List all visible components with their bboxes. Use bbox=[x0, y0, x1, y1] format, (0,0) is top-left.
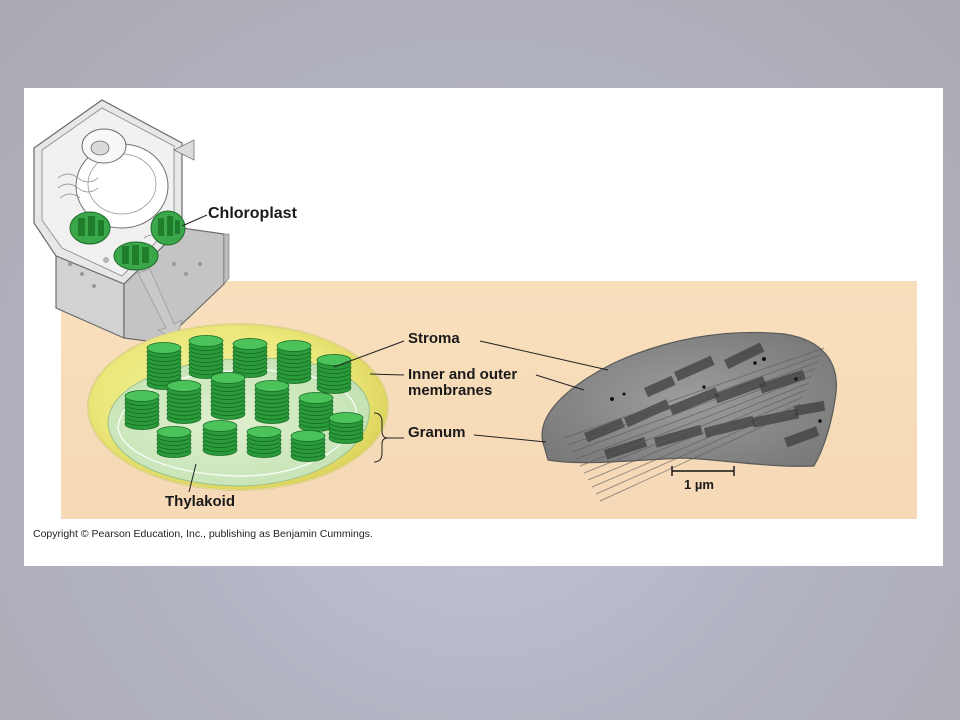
micrograph-granum-band bbox=[669, 387, 720, 416]
thylakoid-disc bbox=[276, 340, 312, 352]
label-membranes-line1: Inner and outer bbox=[408, 366, 518, 383]
micrograph-granum-band bbox=[784, 426, 820, 448]
label-thylakoid: Thylakoid bbox=[165, 493, 236, 510]
cell-chloroplast-left bbox=[69, 211, 111, 245]
label-granum: Granum bbox=[408, 424, 466, 441]
thylakoid-disc bbox=[298, 392, 334, 404]
micrograph-lamella-line bbox=[587, 389, 807, 481]
micrograph-lamella-line bbox=[567, 354, 822, 446]
slide-canvas: Chloroplast Stroma Inner and outer membr… bbox=[24, 88, 943, 566]
chloroplast-electron-micrograph bbox=[541, 331, 837, 502]
thylakoid-disc bbox=[254, 380, 290, 392]
thylakoid-disc bbox=[290, 430, 326, 442]
thylakoid-disc bbox=[124, 390, 160, 402]
diagram-artwork bbox=[33, 99, 837, 502]
micrograph-granum-band bbox=[584, 418, 625, 443]
thylakoid-disc bbox=[316, 354, 352, 366]
micrograph-thylakoid-stacks bbox=[563, 342, 826, 502]
thylakoid-disc bbox=[328, 412, 364, 424]
label-membranes-line2: membranes bbox=[408, 382, 493, 399]
micrograph-granum-band bbox=[674, 355, 715, 382]
micrograph-lamella-line bbox=[591, 396, 804, 488]
chloroplast-cutaway-illustration bbox=[87, 323, 389, 491]
micrograph-lamella-line bbox=[599, 410, 798, 502]
micrograph-granum-band bbox=[724, 342, 765, 369]
thylakoid-disc bbox=[188, 335, 224, 347]
micrograph-lamella-line bbox=[579, 375, 813, 467]
thylakoid-disc bbox=[210, 372, 246, 384]
plant-cell-illustration bbox=[33, 99, 230, 344]
thylakoid-disc bbox=[202, 420, 238, 432]
micrograph-granum-band bbox=[644, 375, 676, 398]
thylakoid-disc bbox=[156, 426, 192, 438]
micrograph-lamella-line bbox=[563, 347, 825, 439]
thylakoid-disc bbox=[146, 342, 182, 354]
label-inner-outer-membranes: Inner and outer membranes bbox=[408, 367, 517, 399]
micrograph-granum-band bbox=[704, 415, 755, 438]
label-stroma: Stroma bbox=[408, 330, 460, 347]
label-chloroplast: Chloroplast bbox=[208, 205, 297, 222]
thylakoid-disc bbox=[246, 426, 282, 438]
cell-chloroplast-right bbox=[150, 210, 186, 246]
thylakoid-disc bbox=[166, 380, 202, 392]
micrograph-granum-band bbox=[624, 399, 671, 428]
micrograph-lamella-line bbox=[575, 368, 816, 460]
leader-lines bbox=[188, 340, 609, 493]
thylakoid-disc bbox=[232, 338, 268, 350]
micrograph-lamella-line bbox=[583, 382, 810, 474]
micrograph-granum-band bbox=[751, 408, 800, 428]
scale-bar bbox=[671, 466, 735, 476]
micrograph-granum-band bbox=[714, 376, 767, 404]
micrograph-lamella-line bbox=[571, 361, 819, 453]
label-scale-bar: 1 µm bbox=[684, 477, 714, 492]
cell-chloroplast-bottom bbox=[113, 241, 159, 271]
micrograph-granum-band bbox=[794, 400, 826, 416]
grana-stacks bbox=[124, 335, 364, 462]
copyright-notice: Copyright © Pearson Education, Inc., pub… bbox=[33, 528, 373, 540]
micrograph-lamella-line bbox=[595, 403, 801, 495]
